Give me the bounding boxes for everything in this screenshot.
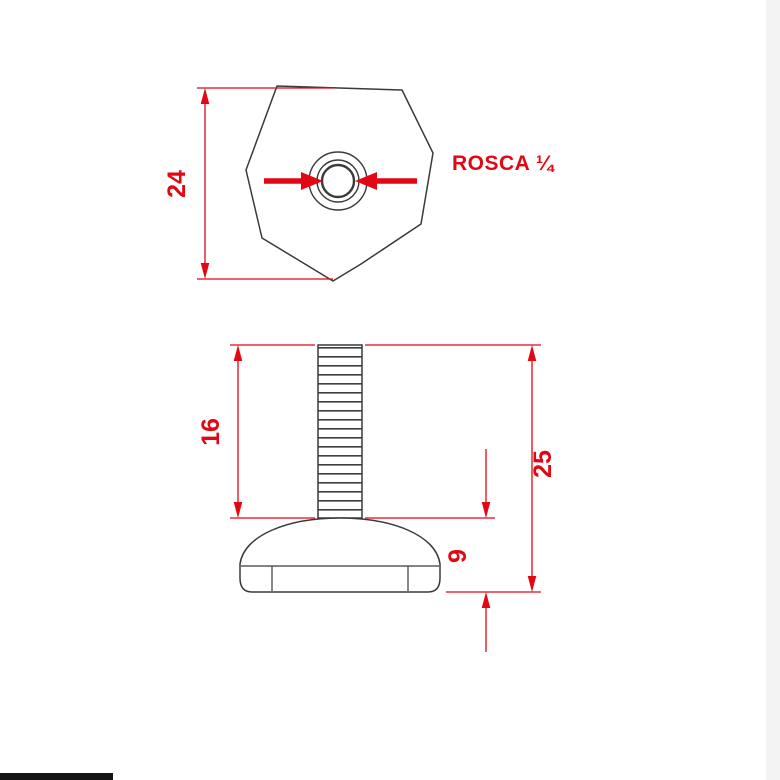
dim-24-label: 24 — [163, 170, 191, 198]
top-view: 24 ROSCA ¼ — [163, 85, 555, 282]
dim-9-arrow-down-icon — [481, 502, 491, 518]
page-gutter-right — [766, 0, 780, 780]
dim-25-label: 25 — [529, 450, 557, 478]
dim-16-arrow-down-icon — [233, 502, 243, 518]
threaded-stem — [317, 344, 363, 519]
dim-16-arrow-up-icon — [233, 345, 243, 361]
octagon-outline — [245, 85, 434, 282]
foot-base — [239, 517, 441, 593]
base-dome-outline — [239, 517, 441, 593]
dim-25-arrow-up-icon — [527, 345, 537, 361]
dimension-25: 25 — [365, 344, 557, 593]
left-pointer-arrow-icon — [301, 172, 323, 190]
dim-24-arrow-up-icon — [200, 88, 210, 104]
thread-spec-label: ROSCA ¼ — [452, 152, 555, 175]
dimension-16: 16 — [197, 344, 315, 519]
dim-16-label: 16 — [197, 418, 225, 446]
dim-25-arrow-down-icon — [527, 576, 537, 592]
dimension-9: 9 — [365, 449, 495, 652]
dim-9-label: 9 — [444, 549, 472, 563]
dimension-24: 24 — [163, 87, 333, 280]
dim-24-arrow-down-icon — [200, 263, 210, 279]
right-pointer-arrow-icon — [355, 172, 377, 190]
dim-9-arrow-up-icon — [481, 592, 491, 608]
horizontal-scrollbar-thumb[interactable] — [0, 773, 113, 780]
thread-pointer-arrows — [264, 172, 417, 190]
front-view: 16 25 9 — [197, 344, 557, 652]
